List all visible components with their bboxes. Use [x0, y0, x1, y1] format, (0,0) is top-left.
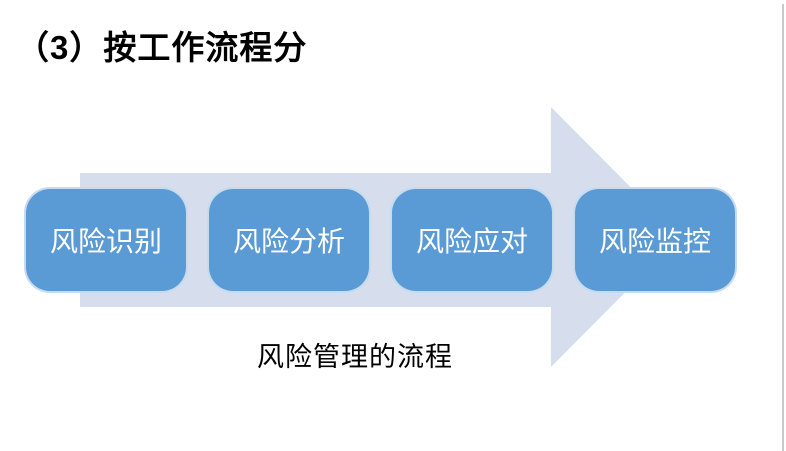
page-edge-line: [782, 4, 784, 451]
process-steps: 风险识别 风险分析 风险应对 风险监控: [24, 187, 737, 293]
right-arrow-icon: [80, 107, 680, 367]
step-box-risk-monitoring: 风险监控: [573, 187, 737, 293]
diagram-caption: 风险管理的流程: [257, 342, 453, 372]
slide-title: （3）按工作流程分: [16, 29, 308, 66]
step-box-risk-response: 风险应对: [390, 187, 554, 293]
step-box-risk-analysis: 风险分析: [207, 187, 371, 293]
step-box-risk-identification: 风险识别: [24, 187, 188, 293]
